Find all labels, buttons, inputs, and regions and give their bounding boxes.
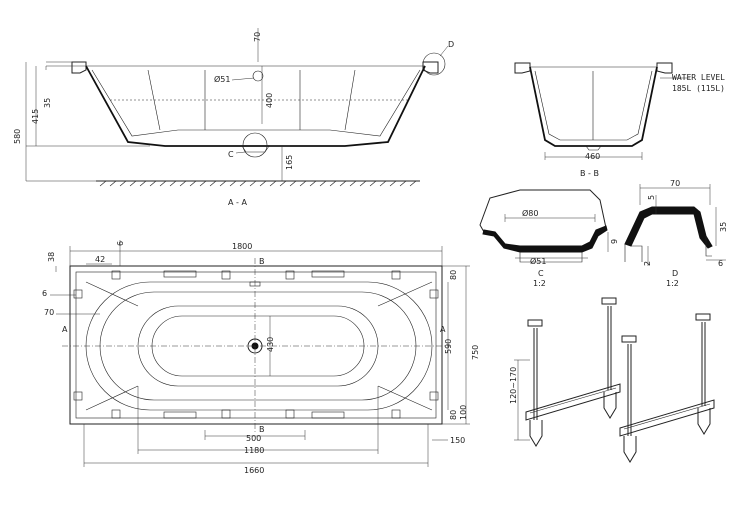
dim-1180: 1180 [244,446,264,455]
dim-70-plan: 70 [44,308,54,317]
dim-9: 9 [610,239,619,244]
dim-430: 430 [266,337,275,352]
section-b-b-label: B - B [580,169,599,178]
dim-400: 400 [265,93,274,108]
dim-460: 460 [585,152,600,161]
dim-6-left: 6 [42,289,47,298]
section-a-marker-right: A [440,325,446,334]
detail-d-label: D [672,269,678,278]
section-b-marker-top: B [259,257,265,266]
section-a-marker-left: A [62,325,68,334]
detail-d: 70 5 35 2 6 D 1:2 [624,179,728,288]
plan-view: B B A A 1800 6 38 42 6 70 430 590 750 80… [42,240,480,475]
section-a-a: 70 Ø51 400 415 35 580 165 C D A - A [13,28,454,207]
dim-80-top: 80 [449,270,458,280]
dim-6-top: 6 [116,241,125,246]
dim-35-aa: 35 [43,98,52,108]
dim-500: 500 [246,434,261,443]
dim-70-aa: 70 [253,32,262,42]
dim-1660: 1660 [244,466,264,475]
dim-100: 100 [459,405,468,420]
water-level-label: WATER LEVEL [672,73,725,82]
dim-42: 42 [95,255,105,264]
dim-1800: 1800 [232,242,252,251]
dim-diameter-80: Ø80 [522,208,538,218]
leg-height-range: 120~170 [509,367,518,404]
dim-5: 5 [647,195,656,200]
dim-80-bottom: 80 [449,410,458,420]
detail-d-marker: D [448,40,454,49]
water-level-volume: 185L (115L) [672,84,725,93]
dim-415: 415 [31,109,40,124]
section-b-marker-bottom: B [259,425,265,434]
support-legs: 120~170 [509,297,715,463]
detail-d-scale: 1:2 [666,279,679,288]
dim-38: 38 [47,252,56,262]
dim-750: 750 [471,345,480,360]
dim-diameter-51-aa: Ø51 [214,74,230,84]
dim-2: 2 [643,261,652,266]
dim-590: 590 [444,339,453,354]
dim-580: 580 [13,129,22,144]
dim-diameter-51-c: Ø51 [530,256,546,266]
dim-35-d: 35 [719,222,728,232]
detail-c-label: C [538,269,544,278]
dim-70-d: 70 [670,179,680,188]
section-b-b: 460 WATER LEVEL 185L (115L) B - B [514,62,725,178]
dim-6-d: 6 [718,259,723,268]
dim-165: 165 [285,155,294,170]
detail-c-scale: 1:2 [533,279,546,288]
dim-150: 150 [450,436,465,445]
section-a-a-label: A - A [228,198,247,207]
detail-c-marker: C [228,150,234,159]
detail-c: Ø80 Ø51 9 C 1:2 [479,189,619,288]
